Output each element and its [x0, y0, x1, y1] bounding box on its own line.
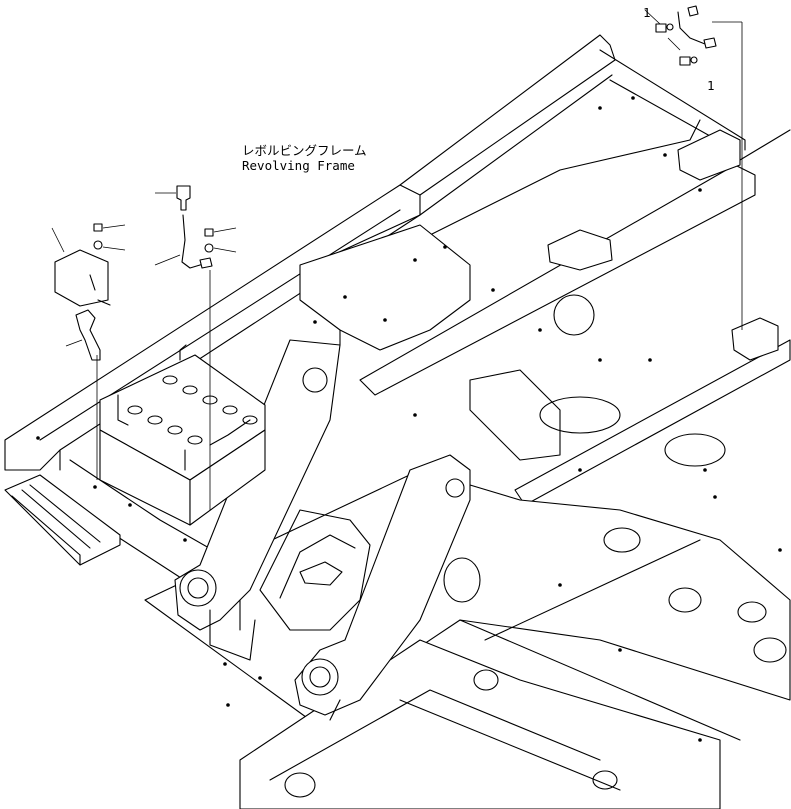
battery-terminal-caps — [127, 375, 258, 445]
exploded-parts-top — [644, 5, 743, 330]
frame-label-japanese: レボルビングフレーム — [242, 143, 367, 158]
rivet-dots — [36, 96, 782, 742]
callout-number-2: 1 — [707, 78, 715, 93]
step-cover — [4, 474, 121, 566]
battery-assembly — [99, 344, 266, 526]
exploded-parts — [51, 185, 237, 510]
callout-number-1: 1 — [643, 5, 651, 20]
frame-label-english: Revolving Frame — [242, 158, 355, 173]
